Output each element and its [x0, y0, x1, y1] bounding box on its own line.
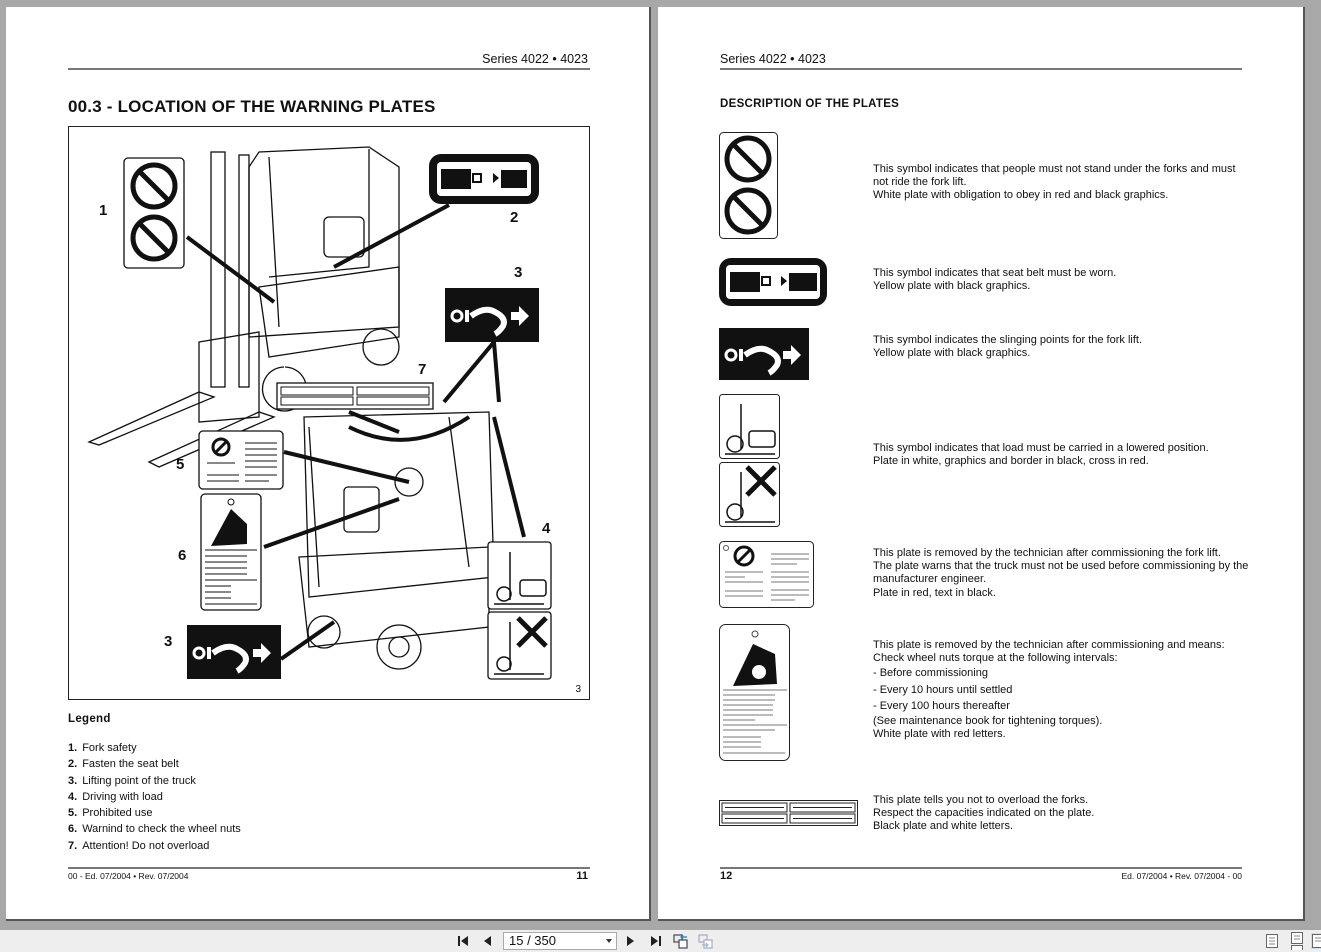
previous-page-button[interactable]: [480, 933, 496, 949]
callout-2: 2: [510, 209, 519, 226]
last-page-button[interactable]: [647, 933, 663, 949]
plate-description: This symbol indicates the slinging point…: [873, 334, 1143, 360]
legend-item: 1.Fork safety: [68, 742, 137, 754]
plate-description: This symbol indicates that load must be …: [873, 442, 1209, 468]
forklift-illustration-icon: [87, 146, 552, 680]
last-page-icon: [651, 936, 661, 946]
continuous-view-button[interactable]: [1289, 932, 1305, 950]
callout-5: 5: [176, 456, 185, 473]
figure-number: 3: [575, 684, 581, 695]
header-rule: [68, 68, 590, 70]
single-page-view-button[interactable]: [1264, 933, 1280, 949]
pdf-viewer-toolbar: 15 / 350: [0, 930, 1321, 952]
page-title: DESCRIPTION OF THE PLATES: [720, 98, 900, 110]
page-number: 12: [720, 870, 733, 882]
callout-3-bottom: 3: [164, 633, 173, 650]
capacity-plate-icon: [719, 800, 858, 826]
callout-6: 6: [178, 547, 187, 564]
single-page-icon: [1266, 934, 1278, 948]
header-rule: [720, 68, 1242, 70]
wheel-nuts-tag-icon: [719, 624, 790, 761]
next-page-icon: [627, 936, 634, 946]
plate-description: This symbol indicates that seat belt mus…: [873, 267, 1117, 293]
legend-item: 2.Fasten the seat belt: [68, 758, 179, 771]
legend-item: 7.Attention! Do not overload: [68, 839, 210, 852]
footer-rule: [720, 867, 1242, 869]
legend-list: 1.Fork safety 2.Fasten the seat belt 3.L…: [68, 742, 241, 856]
slinging-point-icon: [719, 328, 809, 380]
right-page: Series 4022 • 4023 DESCRIPTION OF THE PL…: [658, 7, 1305, 921]
page-header: Series 4022 • 4023: [720, 52, 826, 66]
plate-description: This symbol indicates that people must n…: [873, 163, 1236, 202]
first-page-icon: [458, 936, 468, 946]
facing-view-button[interactable]: [1311, 933, 1321, 949]
page-header: Series 4022 • 4023: [482, 52, 588, 66]
page-number-select[interactable]: 15 / 350: [503, 932, 617, 950]
previous-page-icon: [484, 936, 491, 946]
previous-view-button[interactable]: [673, 933, 689, 949]
next-page-button[interactable]: [622, 933, 638, 949]
legend-title: Legend: [68, 713, 111, 725]
footer-rule: [68, 867, 590, 869]
legend-item: 3.Lifting point of the truck: [68, 774, 196, 787]
chevron-down-icon: [606, 939, 612, 943]
next-view-button[interactable]: [698, 933, 714, 949]
page-title: 00.3 - LOCATION OF THE WARNING PLATES: [68, 97, 436, 116]
callout-3-top: 3: [514, 264, 523, 281]
prohibited-use-plate-icon: [719, 541, 814, 608]
forklift-figure: 1 2 3 7 5 6 4 3 3: [68, 126, 590, 700]
left-page: Series 4022 • 4023 00.3 - LOCATION OF TH…: [6, 7, 651, 921]
plate-description: This plate tells you not to overload the…: [873, 794, 1095, 833]
plate-description: This plate is removed by the technician …: [873, 639, 1225, 741]
callout-4: 4: [542, 520, 551, 537]
callout-1: 1: [99, 202, 108, 219]
plate-description: This plate is removed by the technician …: [873, 547, 1249, 599]
no-standing-under-forks-icon: [719, 132, 778, 239]
legend-item: 5.Prohibited use: [68, 807, 153, 820]
page-number: 11: [576, 870, 588, 882]
legend-item: 4.Driving with load: [68, 790, 163, 803]
first-page-button[interactable]: [456, 933, 472, 949]
continuous-page-icon: [1291, 932, 1303, 950]
legend-item: 6.Warnind to check the wheel nuts: [68, 823, 241, 836]
callout-7: 7: [418, 361, 427, 378]
previous-view-icon: [673, 934, 688, 949]
facing-page-icon: [1312, 934, 1321, 948]
seat-belt-icon: [719, 258, 827, 306]
footer-edition: 00 - Ed. 07/2004 • Rev. 07/2004: [68, 871, 189, 881]
lowered-load-icon: [719, 394, 780, 527]
next-view-icon: [698, 934, 713, 949]
footer-edition: Ed. 07/2004 • Rev. 07/2004 - 00: [1121, 871, 1243, 881]
